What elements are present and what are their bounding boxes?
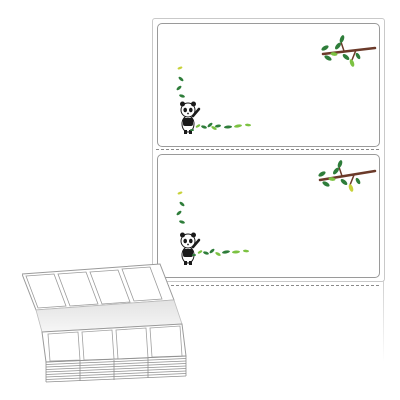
leaf-icon	[318, 160, 361, 192]
leaf-icon	[176, 191, 185, 224]
liner-edge-right	[383, 280, 384, 362]
unfolded-sheet	[22, 263, 175, 311]
panda-icon	[180, 101, 201, 134]
fanfold-label-stack	[22, 263, 187, 383]
label-artwork	[176, 160, 377, 265]
perforation-line	[156, 285, 379, 286]
perforation-line	[156, 149, 379, 150]
leaf-icon	[176, 66, 185, 98]
panda-icon	[180, 232, 201, 265]
leaf-icon	[321, 35, 361, 67]
label-card	[157, 23, 380, 147]
label-card	[157, 154, 380, 278]
branch-icon	[321, 41, 377, 61]
leaf-icon	[192, 248, 249, 256]
branch-icon	[318, 166, 377, 186]
label-artwork	[176, 35, 377, 134]
leaf-icon	[190, 122, 251, 131]
stack-pile	[41, 323, 187, 383]
label-roll-sheet	[152, 18, 385, 368]
